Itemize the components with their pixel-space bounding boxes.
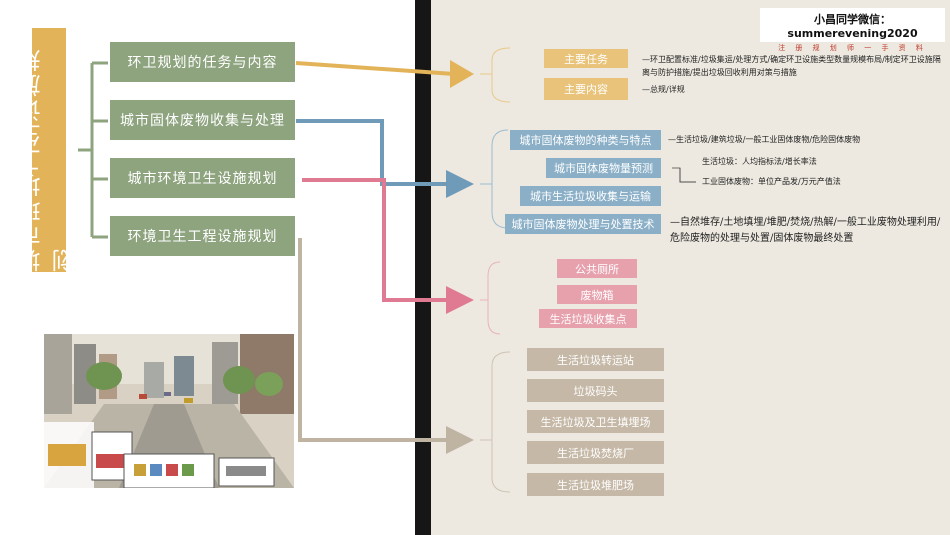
- bracket-blue: [480, 129, 509, 229]
- note-waste-treatment: —自然堆存/土地填埋/堆肥/焚烧/热解/一般工业废物处理利用/危险废物的处理与处…: [670, 217, 941, 244]
- box-waste-treatment: 城市固体废物处理与处置技术: [505, 214, 661, 234]
- box-waste-wharf: 垃圾码头: [527, 379, 664, 402]
- box-waste-forecast: 城市固体废物量预测: [546, 158, 661, 178]
- box-main-tasks: 主要任务: [544, 49, 628, 68]
- box-waste-collection: 城市生活垃圾收集与运输: [520, 186, 661, 206]
- note-forecast-industrial: 工业固体废物：单位产品发/万元产值法: [702, 177, 841, 186]
- topic-solid-waste: 城市固体废物收集与处理: [110, 100, 295, 140]
- box-waste-types: 城市固体废物的种类与特点: [510, 130, 661, 150]
- box-collection-point: 生活垃圾收集点: [539, 309, 637, 328]
- watermark-line2: 注 册 规 划 师 一 手 资 料: [778, 44, 927, 52]
- arrow-line-pink: [302, 178, 452, 302]
- box-public-toilet: 公共厕所: [557, 259, 637, 278]
- arrow-line-blue: [296, 119, 452, 186]
- bracket-pink: [480, 261, 501, 335]
- arrow-head-blue: [446, 170, 474, 198]
- box-composting: 生活垃圾堆肥场: [527, 473, 664, 496]
- topic-tasks-content: 环卫规划的任务与内容: [110, 42, 295, 82]
- bracket-yellow: [480, 47, 511, 103]
- branch-waste-2: [679, 168, 696, 183]
- note-forecast-domestic: 生活垃圾：人均指标法/增长率法: [702, 157, 817, 166]
- street-illustration: [44, 334, 294, 488]
- arrow-head-pink: [446, 286, 474, 314]
- right-panel: [431, 0, 950, 535]
- watermark-line1: 小昌同学微信：summerevening2020: [787, 13, 918, 40]
- box-landfill: 生活垃圾及卫生填埋场: [527, 410, 664, 433]
- divider-bar: [415, 0, 431, 535]
- watermark: 小昌同学微信：summerevening2020 注 册 规 划 师 一 手 资…: [760, 8, 945, 52]
- box-transfer-station: 生活垃圾转运站: [527, 348, 664, 371]
- note-waste-types: —生活垃圾/建筑垃圾/一般工业固体废物/危险固体废物: [668, 135, 861, 144]
- box-main-content: 主要内容: [544, 78, 628, 100]
- arrow-head-taupe: [446, 426, 474, 454]
- left-bracket: [78, 61, 108, 239]
- bracket-taupe: [480, 351, 511, 493]
- note-main-content: —总规/详规: [642, 85, 685, 94]
- arrow-line-taupe: [298, 238, 452, 442]
- arrow-line-yellow: [295, 61, 455, 76]
- topic-engineering-facilities: 环境卫生工程设施规划: [110, 216, 295, 256]
- box-waste-bin: 废物箱: [557, 285, 637, 304]
- branch-waste-1: [672, 167, 696, 183]
- box-incineration: 生活垃圾焚烧厂: [527, 441, 664, 464]
- note-main-tasks: —环卫配置标准/垃圾集运/处理方式/确定环卫设施类型数量规模布局/制定环卫设施隔…: [642, 55, 941, 77]
- arrow-head-yellow: [450, 60, 474, 88]
- topic-sanitation-facilities: 城市环境卫生设施规划: [110, 158, 295, 198]
